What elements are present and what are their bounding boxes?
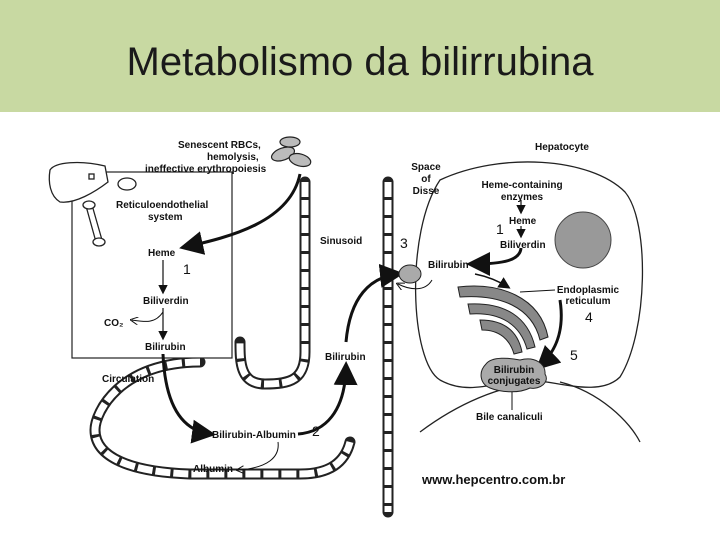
label-bilirubin-sinusoid: Bilirubin bbox=[325, 352, 366, 363]
hepatocyte-outline bbox=[414, 161, 644, 389]
label-heme-enzymes-2: enzymes bbox=[501, 192, 544, 203]
arrow-bilirubin-to-albumin-complex bbox=[161, 353, 216, 444]
label-er-1: Endoplasmic bbox=[557, 285, 620, 296]
label-heme-enzymes-1: Heme-containing bbox=[481, 180, 562, 191]
label-heme-res: Heme bbox=[148, 248, 176, 259]
step-4-er: 4 bbox=[585, 309, 593, 325]
label-circulation: Circulation bbox=[102, 374, 154, 385]
arrow-rbc-to-heme bbox=[179, 173, 302, 255]
bilirubin-conjugates-blob bbox=[480, 357, 547, 393]
website-url: www.hepcentro.com.br bbox=[421, 472, 565, 487]
title-bar: Metabolismo da bilirrubina bbox=[0, 0, 720, 112]
step-1-res: 1 bbox=[183, 261, 191, 277]
label-res-1: Reticuloendothelial bbox=[116, 200, 208, 211]
label-sinusoid: Sinusoid bbox=[320, 236, 362, 247]
label-hepatocyte: Hepatocyte bbox=[535, 142, 589, 153]
step-2-albumin: 2 bbox=[312, 423, 320, 439]
label-space-2: of bbox=[421, 174, 431, 185]
label-space-1: Space bbox=[411, 162, 441, 173]
label-senescent-1: Senescent RBCs, bbox=[178, 140, 261, 151]
step-3-uptake: 3 bbox=[400, 235, 408, 251]
arrow-transporter-return bbox=[398, 279, 433, 289]
label-biliverdin-hep: Biliverdin bbox=[500, 240, 546, 251]
label-albumin: Albumin bbox=[193, 464, 233, 475]
label-bilirubin-res: Bilirubin bbox=[145, 342, 186, 353]
label-co2: CO₂ bbox=[104, 318, 123, 329]
step-1-hep: 1 bbox=[496, 221, 504, 237]
label-bilirubin-hep: Bilirubin bbox=[428, 260, 469, 271]
label-space-3: Disse bbox=[413, 186, 440, 197]
nucleus bbox=[554, 211, 612, 269]
arrow-to-co2 bbox=[132, 311, 164, 322]
label-er-2: reticulum bbox=[565, 296, 610, 307]
bilirubin-metabolism-diagram: Senescent RBCs, hemolysis, ineffective e… bbox=[48, 136, 644, 518]
label-bile-canaliculi: Bile canaliculi bbox=[476, 412, 543, 423]
step-5-excretion: 5 bbox=[570, 347, 578, 363]
arrow-albumin-to-sinusoid bbox=[297, 361, 358, 436]
label-conj-2: conjugates bbox=[488, 376, 541, 387]
slide-title: Metabolismo da bilirrubina bbox=[126, 40, 594, 84]
label-res-2: system bbox=[148, 212, 183, 223]
label-bilirubin-albumin: Bilirubin-Albumin bbox=[212, 430, 296, 441]
circulation-vessel bbox=[89, 176, 394, 518]
label-senescent-3: ineffective erythropoiesis bbox=[145, 164, 267, 175]
rbc-icon bbox=[270, 136, 312, 168]
organs-icon bbox=[48, 161, 137, 247]
er-pointer bbox=[519, 289, 556, 293]
arrow-albumin-release bbox=[238, 441, 279, 470]
arrow-bilirubin-uptake bbox=[344, 263, 404, 343]
reticuloendothelial-box bbox=[71, 171, 233, 359]
label-biliverdin-res: Biliverdin bbox=[143, 296, 189, 307]
arrow-biliverdin-to-bilirubin-hep bbox=[466, 247, 523, 276]
arrow-er-to-conjugates bbox=[535, 299, 563, 371]
uptake-transporter bbox=[398, 264, 422, 284]
arrow-bilirubin-to-er bbox=[474, 273, 511, 289]
endoplasmic-reticulum bbox=[457, 285, 549, 355]
label-senescent-2: hemolysis, bbox=[207, 152, 259, 163]
label-conj-1: Bilirubin bbox=[494, 365, 535, 376]
label-heme-hep: Heme bbox=[509, 216, 537, 227]
